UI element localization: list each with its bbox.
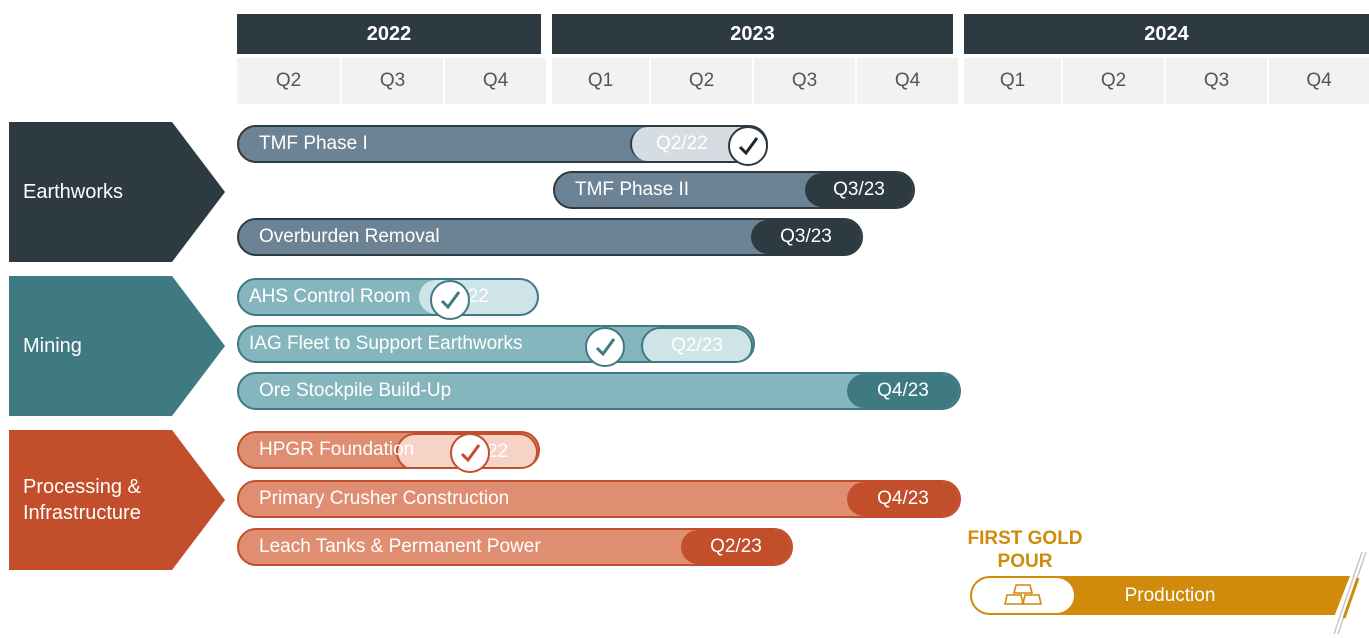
check-icon [728,126,768,166]
year-2022: 2022 [237,14,541,54]
quarter-label: Q3 [752,58,855,104]
task-tmf-phase-2: TMF Phase II Q3/23 [553,171,915,209]
task-label: TMF Phase II [575,179,690,200]
task-label: AHS Control Room [249,286,411,307]
task-leach-tanks: Leach Tanks & Permanent Power Q2/23 [237,528,793,566]
task-ore-stockpile: Ore Stockpile Build-Up Q4/23 [237,372,961,410]
continuation-slash-icon [1333,551,1367,635]
quarter-label: Q1 [546,58,649,104]
task-end-date: Q2/23 [681,530,791,564]
quarter-label: Q2 [649,58,752,104]
quarter-row [237,58,1369,104]
mining-chevron [9,276,225,416]
milestone-label: FIRST GOLD POUR [950,527,1100,573]
task-end-date: Q3/23 [751,220,861,254]
check-icon [585,327,625,367]
quarter-label: Q3 [1164,58,1267,104]
quarter-label: Q4 [855,58,958,104]
category-chevrons [9,122,225,570]
milestone-line2: POUR [997,551,1053,572]
quarter-label: Q2 [275,70,302,91]
category-mining: Mining [23,334,82,357]
task-end-date: Q4/23 [847,374,959,408]
task-iag-fleet: IAG Fleet to Support Earthworks Q2/23 [237,325,755,363]
quarter-label: Q3 [340,58,443,104]
task-label: Leach Tanks & Permanent Power [259,536,541,557]
gold-bars-icon [1004,583,1042,605]
check-icon [430,280,470,320]
quarter-label: Q4 [1267,58,1369,104]
category-processing: Processing & Infrastructure [9,430,179,570]
task-label: Overburden Removal [259,226,440,247]
processing-chevron [9,430,225,570]
production-start-cap [972,578,1074,613]
category-processing-line2: Infrastructure [23,502,141,524]
task-overburden-removal: Overburden Removal Q3/23 [237,218,863,256]
task-label: Ore Stockpile Build-Up [259,380,452,401]
category-processing-line1: Processing & [23,476,141,498]
year-2023: 2023 [552,14,953,54]
task-end-date: Q3/23 [805,173,913,207]
task-primary-crusher: Primary Crusher Construction Q4/23 [237,480,961,518]
task-hpgr-foundation: HPGR Foundation Q2/22 [237,431,540,469]
production-label: Production [1124,584,1216,606]
year-2024: 2024 [964,14,1369,54]
category-earthworks: Earthworks [23,180,124,203]
task-end-date: Q2/23 [641,327,753,361]
earthworks-chevron [9,122,225,262]
quarter-label: Q1 [958,58,1061,104]
milestone-line1: FIRST GOLD [967,528,1083,549]
task-label: Primary Crusher Construction [259,488,510,509]
task-label: HPGR Foundation [259,439,415,460]
task-tmf-phase-1: TMF Phase I Q2/22 [237,125,768,163]
task-ahs-control-room: AHS Control Room Q4/22 [237,278,539,316]
check-icon [450,433,490,473]
task-end-date: Q4/23 [847,482,959,516]
quarter-label: Q2 [1061,58,1164,104]
task-label: TMF Phase I [259,133,368,154]
quarter-label: Q4 [443,58,546,104]
task-label: IAG Fleet to Support Earthworks [249,333,523,354]
